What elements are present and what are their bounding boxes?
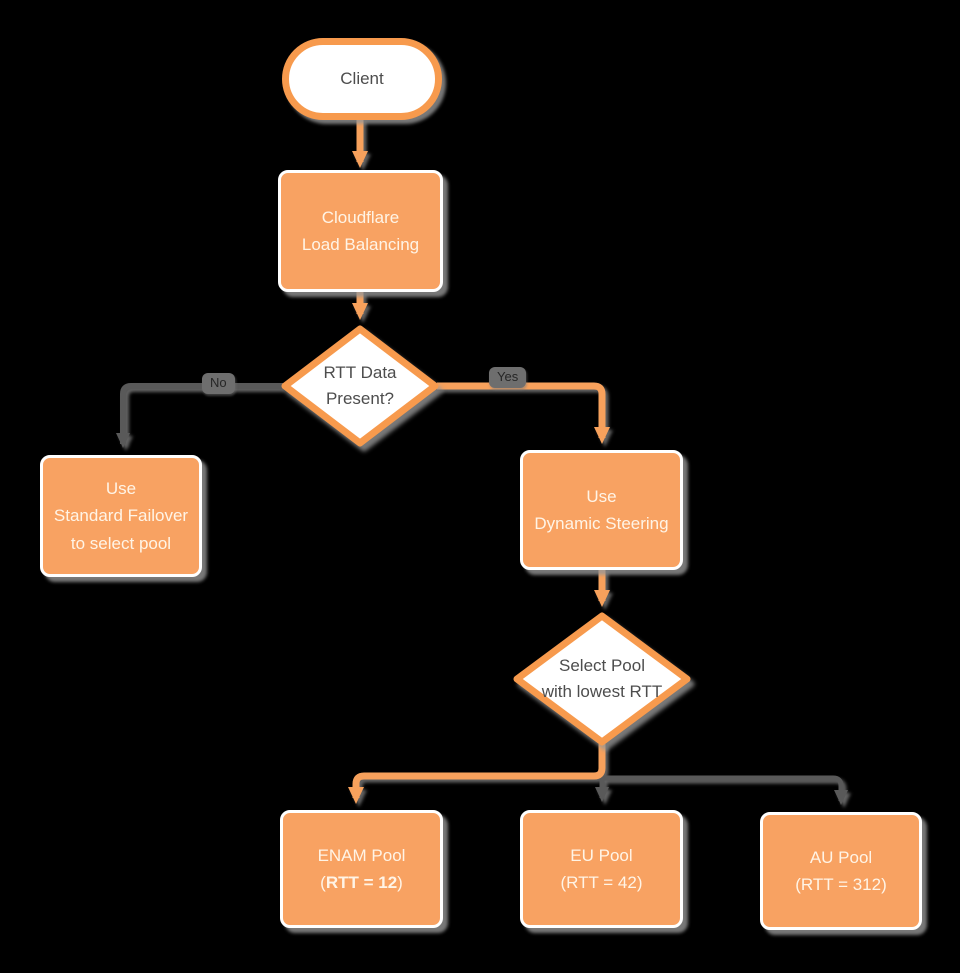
- eu-pool-label: EU Pool (RTT = 42): [560, 845, 643, 892]
- au-pool-node: AU Pool (RTT = 312): [760, 812, 922, 930]
- eu-pool-node: EU Pool (RTT = 42): [520, 810, 683, 928]
- enam-pool-label: ENAM Pool (RTT = 12): [317, 845, 406, 892]
- au-pool-label: AU Pool (RTT = 312): [795, 847, 887, 894]
- standard-failover-label: Use Standard Failover to select pool: [53, 479, 189, 553]
- dynamic-steering-label: Use Dynamic Steering: [534, 486, 669, 533]
- edge-selectpool-to-enam: [348, 744, 606, 804]
- dynamic-steering-node: Use Dynamic Steering: [520, 450, 683, 570]
- edge-decision-no-to-failover: [116, 383, 283, 448]
- enam-rtt-value: RTT = 12: [325, 873, 398, 892]
- rtt-decision-diamond: RTT Data Present?: [280, 324, 440, 448]
- edge-selectpool-to-au: [602, 775, 848, 805]
- rtt-decision-label: RTT Data Present?: [323, 362, 397, 408]
- select-pool-diamond: Select Pool with lowest RTT: [512, 611, 692, 747]
- load-balancing-node: Cloudflare Load Balancing: [278, 170, 443, 292]
- standard-failover-node: Use Standard Failover to select pool: [40, 455, 202, 577]
- select-pool-label: Select Pool with lowest RTT: [541, 655, 663, 701]
- load-balancing-label: Cloudflare Load Balancing: [301, 207, 420, 254]
- edge-label-no: No: [202, 373, 235, 394]
- select-pool-shape: [513, 612, 691, 746]
- edge-decision-yes-to-dynamic: [437, 382, 610, 444]
- client-label: Client: [340, 69, 384, 88]
- edge-label-yes: Yes: [489, 367, 527, 388]
- enam-pool-node: ENAM Pool (RTT = 12): [280, 810, 443, 928]
- client-node: Client: [282, 38, 442, 120]
- rtt-decision-shape: [281, 325, 439, 447]
